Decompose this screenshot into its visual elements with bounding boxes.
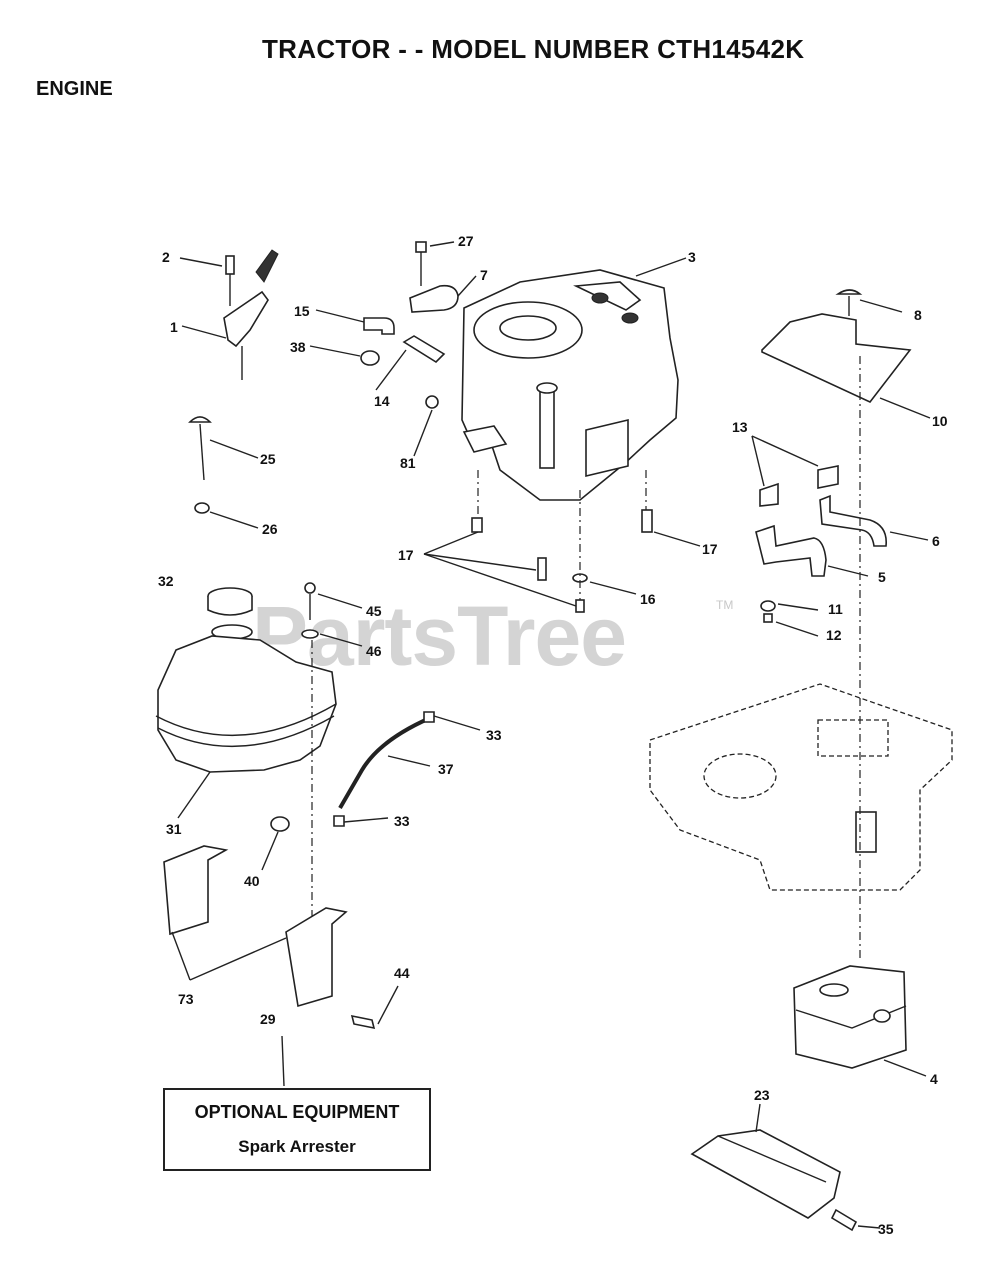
tank-brackets: [163, 816, 399, 1087]
engine-bolts: [423, 470, 701, 613]
muffler-shield: [690, 1103, 881, 1232]
callout-3: 3: [688, 249, 696, 265]
callout-7: 7: [480, 267, 488, 283]
callout-numbers: 2 1 27 7 3 15 38 14 81 25 26 8 10 13 6 5…: [158, 233, 948, 1237]
muffler: [793, 965, 927, 1077]
callout-17-right: 17: [702, 541, 718, 557]
callout-16: 16: [640, 591, 656, 607]
callout-31: 31: [166, 821, 182, 837]
callout-35: 35: [878, 1221, 894, 1237]
optional-equipment-title: OPTIONAL EQUIPMENT: [194, 1102, 400, 1122]
tractor-frame: [649, 356, 953, 960]
callout-1: 1: [170, 319, 178, 335]
callout-29: 29: [260, 1011, 276, 1027]
callout-8: 8: [914, 307, 922, 323]
callout-14: 14: [374, 393, 390, 409]
callout-4: 4: [930, 1071, 938, 1087]
callout-27: 27: [458, 233, 474, 249]
engine: [461, 257, 687, 501]
callout-13: 13: [732, 419, 748, 435]
throttle-control: [179, 249, 279, 380]
callout-17-left: 17: [398, 547, 414, 563]
callout-2: 2: [162, 249, 170, 265]
page-title: TRACTOR - - MODEL NUMBER CTH14542K: [262, 34, 805, 64]
spark-arrester-label: Spark Arrester: [238, 1137, 356, 1156]
callout-25: 25: [260, 451, 276, 467]
fuel-fittings: [309, 309, 446, 457]
tank-fasteners: [301, 582, 363, 930]
callout-26: 26: [262, 521, 278, 537]
callout-23: 23: [754, 1087, 770, 1103]
callout-45: 45: [366, 603, 382, 619]
optional-equipment-box: OPTIONAL EQUIPMENT Spark Arrester: [163, 1088, 431, 1171]
callout-33-bottom: 33: [394, 813, 410, 829]
callout-5: 5: [878, 569, 886, 585]
callout-38: 38: [290, 339, 306, 355]
callout-10: 10: [932, 413, 948, 429]
cable-clamp: [409, 241, 477, 313]
callout-11: 11: [828, 601, 843, 617]
callout-33-top: 33: [486, 727, 502, 743]
fuel-line: [333, 711, 481, 827]
callout-37: 37: [438, 761, 454, 777]
heat-shield: [761, 289, 931, 419]
fuel-tank: [155, 587, 337, 819]
callout-15: 15: [294, 303, 310, 319]
callout-6: 6: [932, 533, 940, 549]
dipstick: [188, 416, 259, 529]
callout-44: 44: [394, 965, 410, 981]
exhaust-pipes: [751, 435, 929, 637]
callout-73: 73: [178, 991, 194, 1007]
callout-46: 46: [366, 643, 382, 659]
callout-40: 40: [244, 873, 260, 889]
callout-12: 12: [826, 627, 842, 643]
callout-32: 32: [158, 573, 174, 589]
callout-81: 81: [400, 455, 416, 471]
section-title: ENGINE: [36, 78, 113, 100]
watermark-tm: TM: [716, 598, 734, 612]
